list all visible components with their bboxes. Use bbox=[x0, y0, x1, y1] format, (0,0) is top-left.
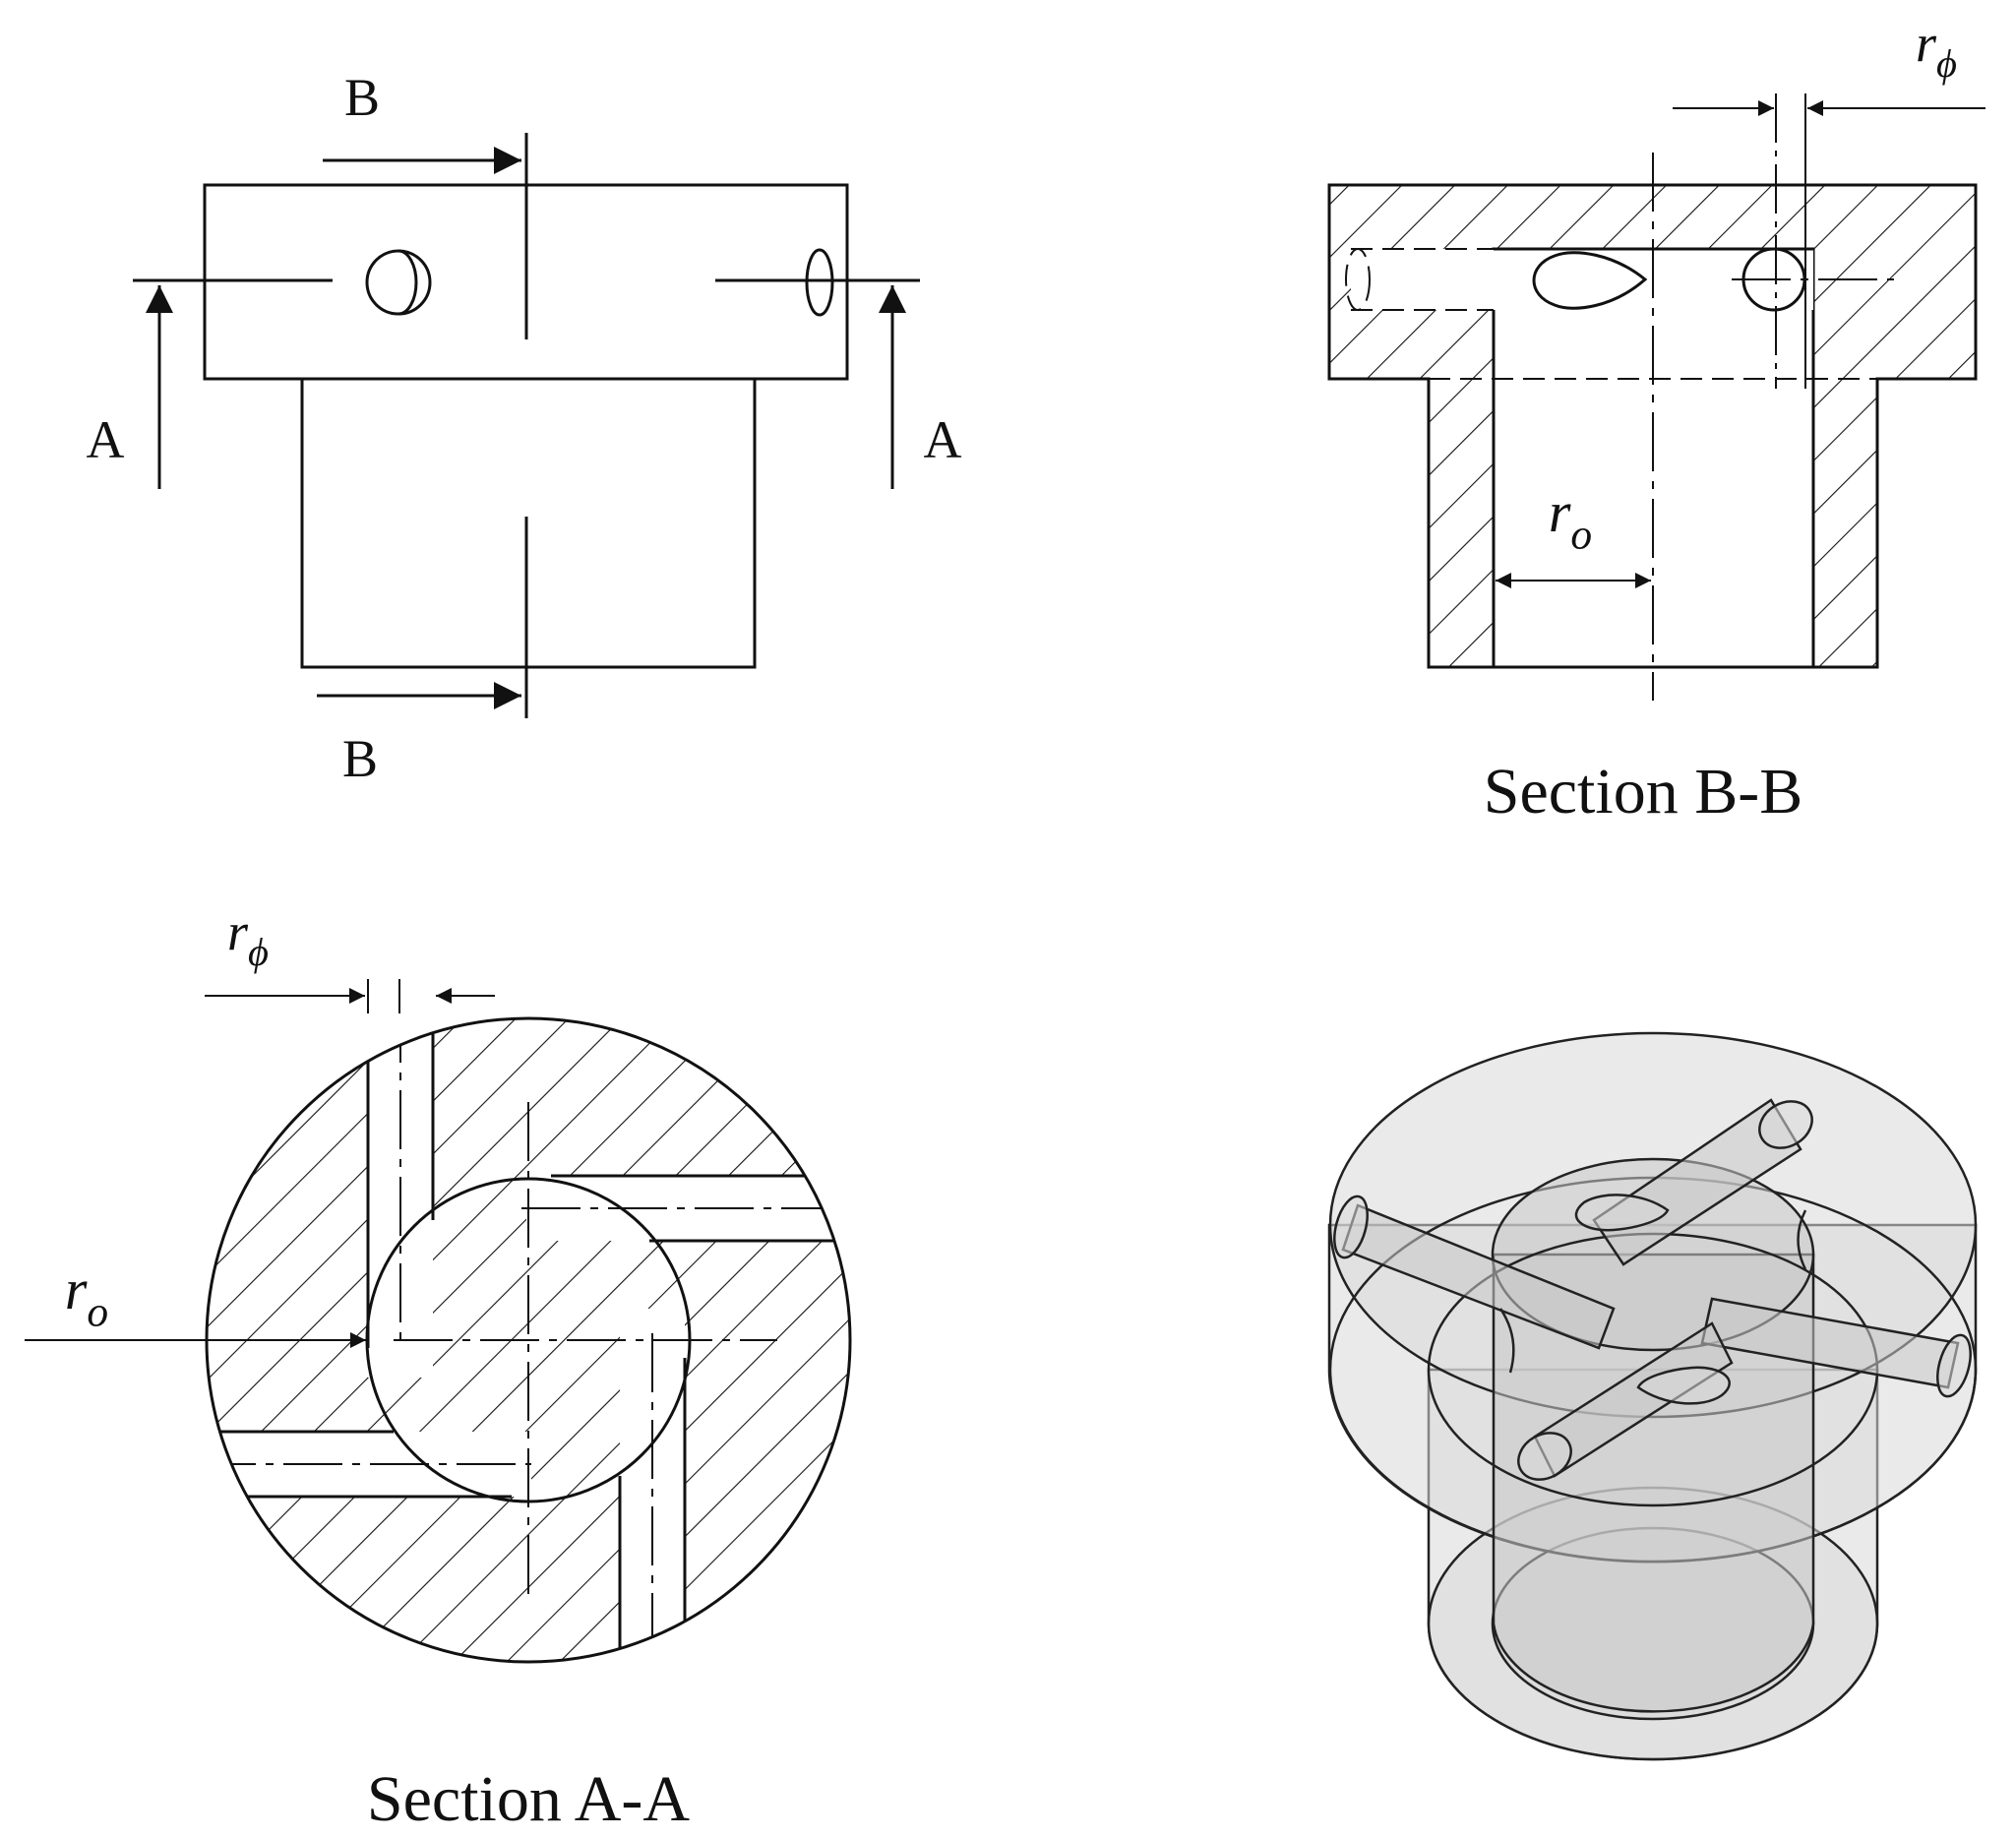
hub-outline bbox=[300, 377, 757, 669]
label-a-right: A bbox=[924, 410, 962, 469]
iso-slit-left bbox=[1498, 1308, 1515, 1374]
section-a-ro-label: ro bbox=[65, 1257, 108, 1335]
section-a-caption: Section A-A bbox=[367, 1763, 690, 1835]
isometric-view bbox=[1327, 1031, 1978, 1761]
tube-left bbox=[1333, 1195, 1616, 1350]
label-b-top: B bbox=[344, 68, 380, 127]
section-a-view: rϕ ro Section A-A bbox=[25, 902, 852, 1835]
hole-circle bbox=[365, 249, 432, 316]
teardrop-hole bbox=[1532, 251, 1648, 310]
iso-slit-right bbox=[1797, 1209, 1807, 1270]
section-b-caption: Section B-B bbox=[1484, 756, 1803, 828]
section-a-channels bbox=[207, 1018, 841, 1662]
section-a-rphi-label: rϕ bbox=[227, 902, 269, 974]
hole-crescent bbox=[397, 249, 418, 316]
iso-teardrop-lower bbox=[1636, 1366, 1731, 1405]
tube-lower bbox=[1517, 1321, 1734, 1481]
label-a-left: A bbox=[87, 410, 125, 469]
hole-ellipse bbox=[805, 248, 834, 317]
section-b-view: rϕ ro Section B-B bbox=[1327, 14, 1985, 828]
label-b-bottom: B bbox=[342, 729, 378, 788]
iso-teardrop-upper bbox=[1574, 1194, 1670, 1232]
channel-hidden-end bbox=[1345, 248, 1371, 311]
bore-cylinder bbox=[1492, 1253, 1815, 1713]
section-b-ro-label: ro bbox=[1549, 480, 1592, 558]
section-b-rphi-label: rϕ bbox=[1916, 14, 1957, 86]
front-view: B B A A bbox=[87, 68, 962, 788]
